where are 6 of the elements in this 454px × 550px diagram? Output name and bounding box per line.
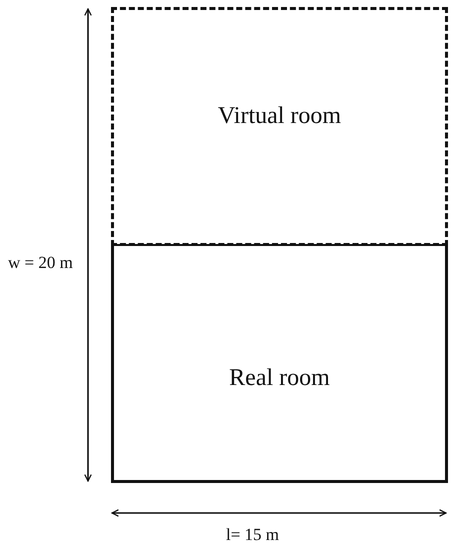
virtual-room-outline	[111, 7, 448, 246]
room-outline	[111, 244, 448, 483]
room-label: Real room	[229, 364, 330, 392]
room-label: Virtual room	[218, 103, 342, 130]
dimension-label: l= 15 m	[226, 525, 280, 545]
dimension-label: w = 20 m	[8, 253, 73, 273]
